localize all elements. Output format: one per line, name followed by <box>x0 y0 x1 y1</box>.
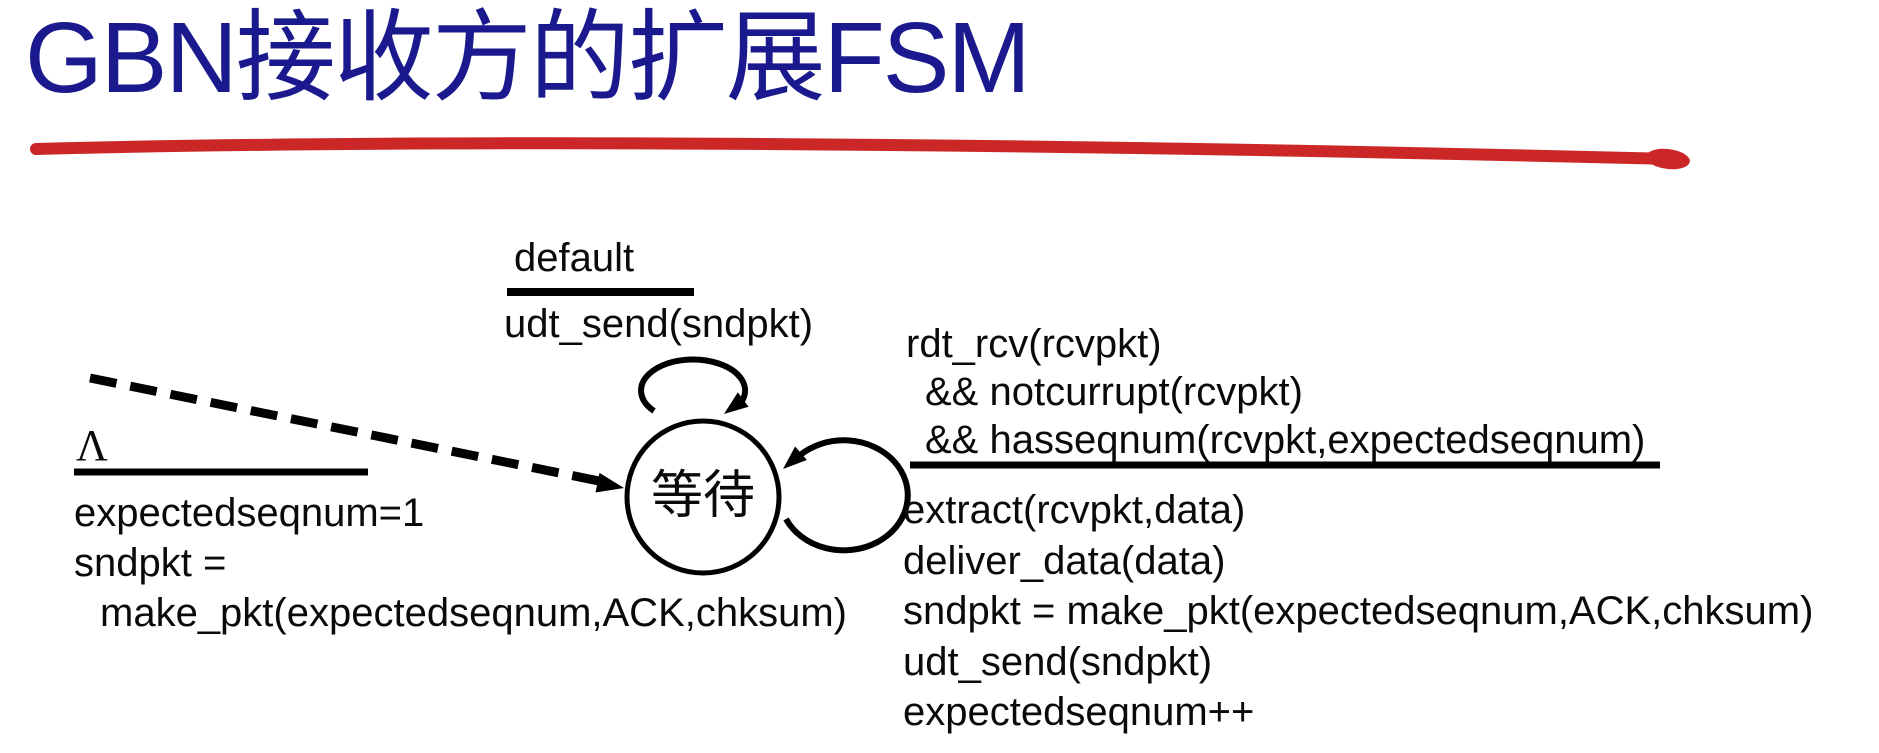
receive-action-line: extract(rcvpkt,data) <box>903 488 1246 532</box>
default-self-loop-arrowhead-icon <box>724 392 749 414</box>
receive-action-line: udt_send(sndpkt) <box>903 639 1213 684</box>
init-transition-arrow <box>89 373 624 493</box>
receive-action-line: sndpkt = make_pkt(expectedseqnum,ACK,chk… <box>903 589 1814 633</box>
title-underline-end-blob <box>1646 148 1690 170</box>
receive-condition-line: && hasseqnum(rcvpkt,expectedseqnum) <box>925 418 1646 462</box>
init-action-line: make_pkt(expectedseqnum,ACK,chksum) <box>100 591 847 635</box>
init-actions-block: expectedseqnum=1 sndpkt = make_pkt(expec… <box>74 488 847 638</box>
state-circle <box>624 418 782 576</box>
default-self-loop-arrow <box>638 356 749 414</box>
receive-action-line: expectedseqnum++ <box>903 690 1255 734</box>
title-underline-stroke <box>30 137 1678 165</box>
init-transition-dashed-line <box>89 373 600 486</box>
init-event-lambda-label: Λ <box>76 421 108 470</box>
init-action-line: sndpkt = <box>74 541 227 585</box>
default-self-loop-arc <box>638 356 749 414</box>
receive-self-loop-arrowhead-icon <box>783 446 807 469</box>
page-title: GBN接收方的扩展FSM <box>25 2 1031 114</box>
receive-condition-line: rdt_rcv(rcvpkt) <box>906 322 1162 366</box>
receive-actions-block: extract(rcvpkt,data) deliver_data(data) … <box>903 485 1813 738</box>
init-transition-arrowhead-icon <box>595 472 624 493</box>
title-underline <box>30 137 1690 170</box>
init-action-line: expectedseqnum=1 <box>74 491 425 535</box>
receive-action-line: deliver_data(data) <box>903 538 1226 583</box>
state-label: 等待 <box>650 467 755 525</box>
default-event-label: default <box>514 236 635 280</box>
receive-condition-line: && notcurrupt(rcvpkt) <box>925 370 1303 414</box>
receive-conditions-block: rdt_rcv(rcvpkt) && notcurrupt(rcvpkt) &&… <box>906 320 1645 464</box>
receive-self-loop-arrow <box>783 437 911 554</box>
default-action-label: udt_send(sndpkt) <box>504 302 814 346</box>
receive-self-loop-arc <box>783 437 911 554</box>
